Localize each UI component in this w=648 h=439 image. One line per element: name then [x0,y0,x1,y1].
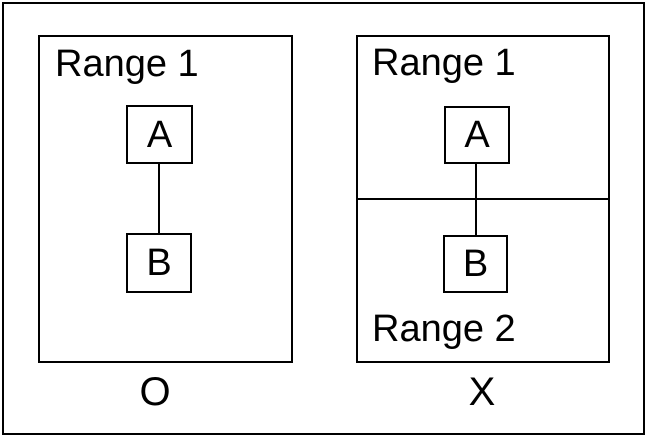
right-range1-label: Range 1 [372,42,516,84]
figure-outer-border [2,2,645,435]
left-node-b: B [126,233,192,293]
right-node-a: A [444,106,510,164]
left-node-a: A [126,105,193,164]
right-node-b-label: B [462,243,489,285]
right-node-a-label: A [464,114,490,156]
right-connector-line [475,164,477,235]
right-verdict-caption: X [468,370,496,414]
right-range-divider-line [356,198,610,200]
right-range2-label: Range 2 [372,308,516,350]
right-node-b: B [443,235,508,293]
left-range1-label: Range 1 [55,43,199,85]
left-node-a-label: A [146,113,173,156]
left-node-b-label: B [146,242,172,284]
left-connector-line [158,164,160,233]
left-verdict-caption: O [139,370,171,414]
left-range1-rect [38,35,293,363]
